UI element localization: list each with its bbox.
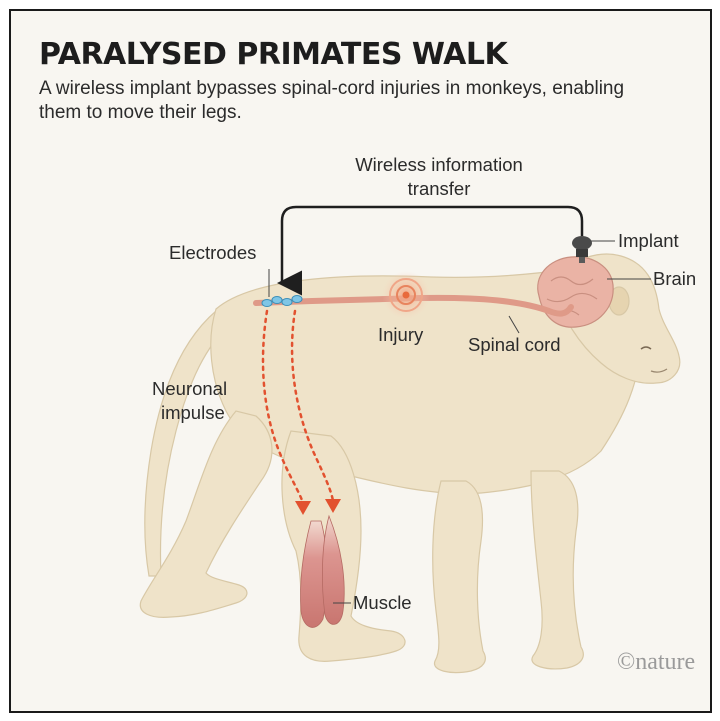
electrodes-label: Electrodes — [169, 242, 256, 263]
neuronal-label-line2: impulse — [161, 402, 225, 423]
wireless-transfer-arrow — [282, 207, 582, 283]
nature-credit: ©nature — [617, 649, 695, 675]
injury-marker — [382, 271, 430, 319]
spinal-cord-label: Spinal cord — [468, 334, 561, 355]
implant-label: Implant — [618, 230, 679, 251]
figure-frame: PARALYSED PRIMATES WALK A wireless impla… — [9, 9, 712, 713]
injury-label: Injury — [378, 324, 424, 345]
monkey-diagram: Wireless information transfer Implant Br… — [11, 11, 710, 711]
wireless-label-line1: Wireless information — [355, 154, 523, 175]
wireless-label-line2: transfer — [408, 178, 471, 199]
neuronal-label-line1: Neuronal — [152, 378, 227, 399]
brain-label: Brain — [653, 268, 696, 289]
monkey-front-leg-right — [531, 471, 583, 669]
monkey-front-leg-left — [433, 481, 486, 673]
muscle-label: Muscle — [353, 592, 412, 613]
